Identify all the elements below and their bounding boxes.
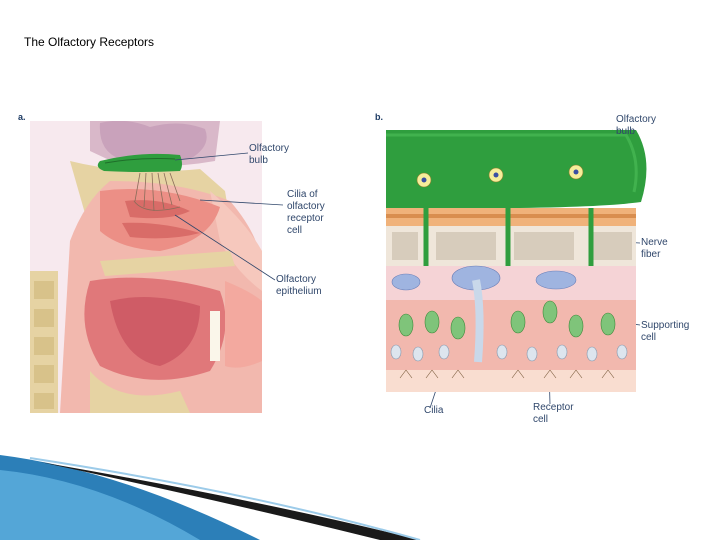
label-olfactory-bulb-a: Olfactory bulb [249, 143, 290, 166]
label-supporting-cell: Supporting cell [641, 320, 690, 343]
panel-b-letter: b. [375, 112, 383, 122]
label-receptor-cell: Receptor cell [533, 402, 574, 425]
label-cilia-of-receptor-cell: Cilia of olfactory receptor cell [287, 189, 325, 236]
label-cilia: Cilia [424, 405, 444, 416]
label-olfactory-epithelium: Olfactory epithelium [276, 274, 322, 297]
panel-b-epithelium-illustration [386, 130, 647, 392]
panel-a-letter: a. [18, 112, 26, 122]
label-nerve-fiber: Nerve fiber [641, 237, 668, 260]
panel-a-head-illustration [30, 121, 262, 413]
slide-title: The Olfactory Receptors [24, 35, 155, 49]
label-olfactory-bulb-b: Olfactory bulb [616, 114, 657, 137]
